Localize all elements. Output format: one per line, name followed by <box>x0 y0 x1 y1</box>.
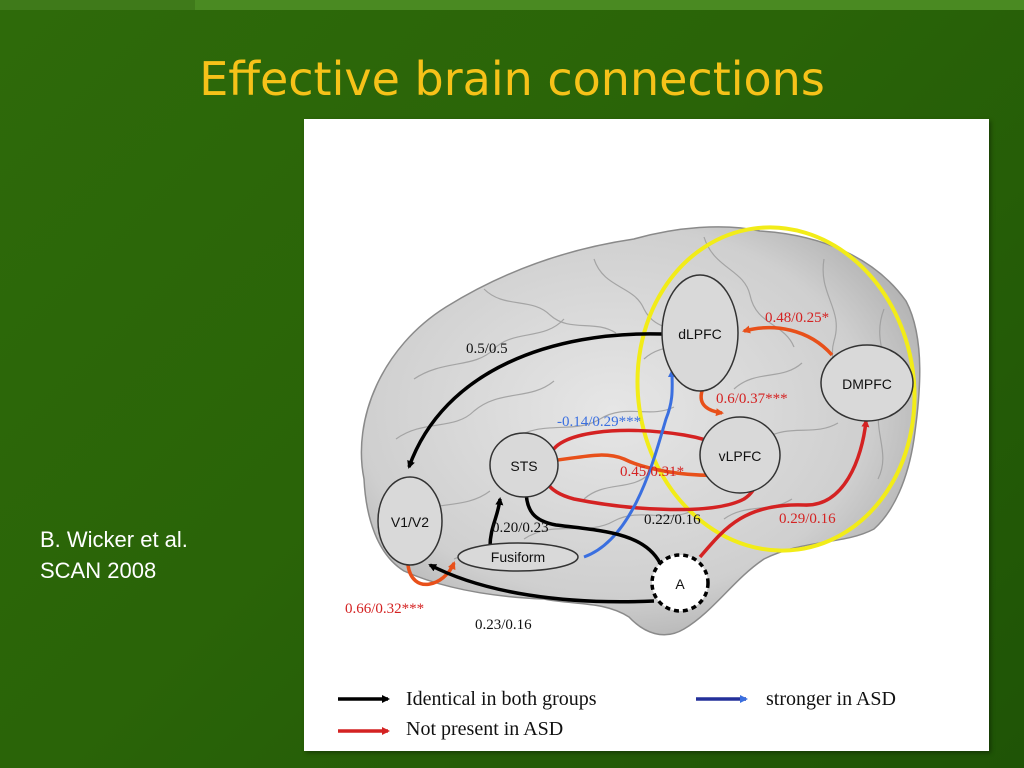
label-a-to-dlpfc: -0.14/0.29*** <box>557 414 641 430</box>
legend: Identical in both groups Not present in … <box>338 688 896 740</box>
node-a: A <box>650 553 710 613</box>
label-dlpfc-to-vlpfc: 0.6/0.37*** <box>716 391 788 407</box>
edge-v1v2-to-fusiform <box>406 561 456 586</box>
legend-stronger-label: stronger in ASD <box>766 688 896 710</box>
node-v1v2-label: V1/V2 <box>391 514 429 530</box>
slide-title: Effective brain connections <box>199 52 825 106</box>
node-fusiform: Fusiform <box>457 542 579 572</box>
citation-journal: SCAN 2008 <box>40 558 157 583</box>
label-dlpfc-to-v1v2: 0.5/0.5 <box>466 341 508 357</box>
figure-panel: dLPFC DMPFC vLPFC STS V1/V2 Fusiform A 0… <box>304 119 989 751</box>
node-a-label: A <box>675 576 685 592</box>
node-v1v2: V1/V2 <box>377 476 443 566</box>
node-vlpfc: vLPFC <box>699 416 781 494</box>
edge-vlpfc-to-sts <box>548 453 725 478</box>
label-fusiform-to-sts: 0.20/0.23 <box>492 520 549 536</box>
label-v1v2-to-fusiform: 0.66/0.32*** <box>345 601 424 617</box>
edge-a-to-dmpfc <box>698 419 870 559</box>
edge-dlpfc-to-v1v2 <box>407 332 663 469</box>
top-band <box>0 0 1024 10</box>
node-sts-label: STS <box>510 458 537 474</box>
edge-a-to-sts <box>522 487 662 564</box>
prefrontal-highlight-ellipse <box>635 225 917 553</box>
node-sts: STS <box>489 432 559 498</box>
top-band-accent <box>0 0 195 10</box>
edge-dmpfc-to-dlpfc <box>742 325 834 357</box>
edge-a-to-v1v2 <box>428 563 655 604</box>
label-a-to-sts: 0.22/0.16 <box>644 512 701 528</box>
edge-dlpfc-to-vlpfc <box>699 390 724 417</box>
node-fusiform-label: Fusiform <box>491 549 545 565</box>
label-a-to-dmpfc: 0.29/0.16 <box>779 511 836 527</box>
legend-identical-label: Identical in both groups <box>406 688 597 710</box>
label-a-to-v1v2: 0.23/0.16 <box>475 617 532 633</box>
node-dlpfc: dLPFC <box>661 274 739 392</box>
label-vlpfc-to-sts: 0.45/0.31* <box>620 464 684 480</box>
legend-not-present-label: Not present in ASD <box>406 718 563 740</box>
node-dlpfc-label: dLPFC <box>678 326 722 342</box>
node-dmpfc: DMPFC <box>820 344 914 422</box>
citation: B. Wicker et al. SCAN 2008 <box>40 524 188 586</box>
citation-authors: B. Wicker et al. <box>40 527 188 552</box>
connectivity-diagram: dLPFC DMPFC vLPFC STS V1/V2 Fusiform A 0… <box>338 225 921 740</box>
edge-red-loop <box>543 428 758 512</box>
label-dmpfc-to-dlpfc: 0.48/0.25* <box>765 310 829 326</box>
edge-fusiform-to-sts <box>488 497 504 548</box>
node-dmpfc-label: DMPFC <box>842 376 892 392</box>
node-vlpfc-label: vLPFC <box>719 448 762 464</box>
